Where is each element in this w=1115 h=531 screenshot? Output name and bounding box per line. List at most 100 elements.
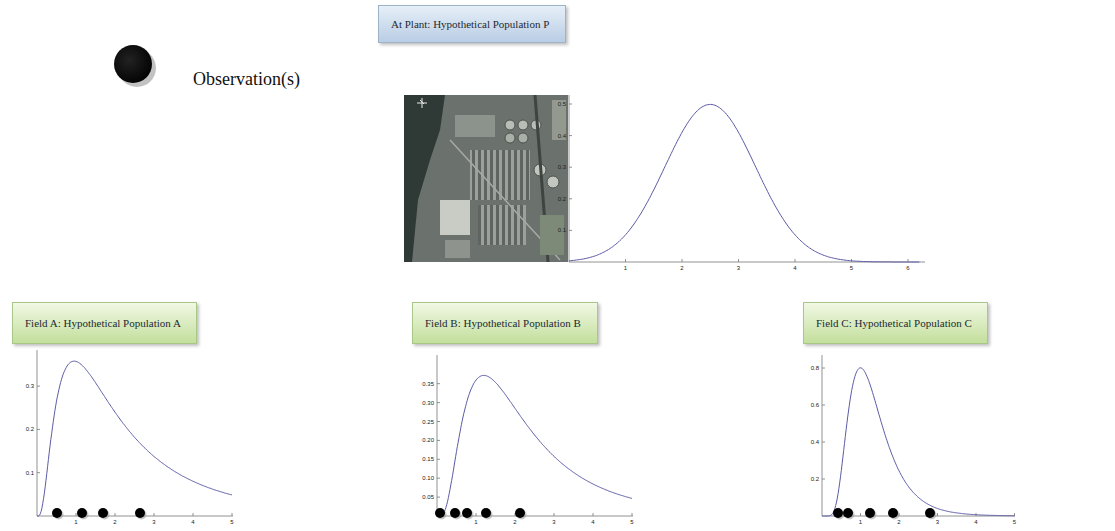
observation-dot [435,508,445,518]
x-axis [37,516,233,517]
axis-tick-label: 4 [591,519,594,525]
box-title: Field A: Hypothetical Population A [25,317,181,329]
axis-tick-label: 0.8 [811,365,819,371]
distribution-plot [822,355,1015,520]
axis-tick-label: 0.3 [26,383,34,389]
axis-tick-label: 5 [1013,519,1016,525]
axis-tick-label: 0.35 [422,381,434,387]
tick-mark [232,513,233,516]
axis-tick-label: 3 [552,519,555,525]
distribution-plot [435,355,633,520]
observation-dot [481,508,491,518]
observation-dot [450,508,460,518]
axis-tick-label: 1 [474,519,477,525]
axis-tick-label: 5 [230,519,233,525]
axis-tick-label: 0.2 [558,196,566,202]
axis-tick-label: 0.2 [811,476,819,482]
observation-dot [925,508,935,518]
observation-dot [98,508,108,518]
tick-mark [625,259,626,262]
distribution-plot [37,350,233,520]
y-axis [437,355,438,516]
y-axis [822,355,823,516]
axis-tick-label: 1 [624,265,627,271]
observation-dot [52,508,62,518]
axis-tick-label: 0.5 [558,101,566,107]
axis-tick-label: 3 [737,265,740,271]
tick-mark [822,368,825,369]
tick-mark [569,167,572,168]
box-title: At Plant: Hypothetical Population P [391,18,549,30]
distribution-plot [569,95,925,262]
axis-tick-label: 4 [793,265,796,271]
tick-mark [76,513,77,516]
tick-mark [437,421,440,422]
tick-mark [822,442,825,443]
box-title: Field B: Hypothetical Population B [425,317,581,329]
observation-dot [843,508,853,518]
field-title-box: Field A: Hypothetical Population A [12,302,197,344]
tick-mark [822,405,825,406]
tick-mark [37,386,40,387]
tick-mark [569,104,572,105]
tick-mark [554,513,555,516]
tick-mark [154,513,155,516]
axis-tick-label: 0.25 [422,419,434,425]
axis-tick-label: 5 [630,519,633,525]
tick-mark [437,383,440,384]
axis-tick-label: 0.1 [558,227,566,233]
axis-tick-label: 0.4 [811,439,819,445]
axis-tick-label: 0.4 [558,133,566,139]
axis-tick-label: 0.1 [26,470,34,476]
axis-tick-label: 3 [152,519,155,525]
tick-mark [569,198,572,199]
field-title-box: Field B: Hypothetical Population B [412,302,598,344]
axis-tick-label: 1 [859,519,862,525]
density-curve [569,104,919,262]
observation-symbol [114,45,156,87]
tick-mark [37,429,40,430]
density-curve [437,375,632,516]
observation-dot [77,508,87,518]
tick-mark [437,459,440,460]
observation-dot [833,508,843,518]
tick-mark [437,497,440,498]
axis-tick-label: 3 [936,519,939,525]
tick-mark [569,230,572,231]
axis-tick-label: 2 [680,265,683,271]
observation-dot [462,508,472,518]
tick-mark [115,513,116,516]
axis-tick-label: 0.3 [558,164,566,170]
observation-dot [888,508,898,518]
axis-tick-label: 6 [906,265,909,271]
axis-tick-label: 1 [74,519,77,525]
axis-tick-label: 0.30 [422,400,434,406]
axis-tick-label: 2 [513,519,516,525]
tick-mark [437,478,440,479]
density-curve [822,368,1015,516]
tick-mark [476,513,477,516]
axis-tick-label: 0.20 [422,437,434,443]
box-title: Field C: Hypothetical Population C [816,317,972,329]
y-axis [37,350,38,516]
tick-mark [738,259,739,262]
axis-tick-label: 4 [974,519,977,525]
axis-tick-label: 0.6 [811,402,819,408]
tick-mark [437,402,440,403]
observation-dot [135,508,145,518]
axis-tick-label: 0.15 [422,456,434,462]
tick-mark [795,259,796,262]
aerial-photo [404,95,568,262]
tick-mark [937,513,938,516]
axis-tick-label: 5 [850,265,853,271]
tick-mark [632,513,633,516]
axis-tick-label: 0.2 [26,426,34,432]
tick-mark [593,513,594,516]
observation-dot [515,508,525,518]
axis-tick-label: 0.10 [422,475,434,481]
axis-tick-label: 0.05 [422,494,434,500]
legend-text: Observation(s) [193,70,300,90]
tick-mark [860,513,861,516]
tick-mark [437,440,440,441]
